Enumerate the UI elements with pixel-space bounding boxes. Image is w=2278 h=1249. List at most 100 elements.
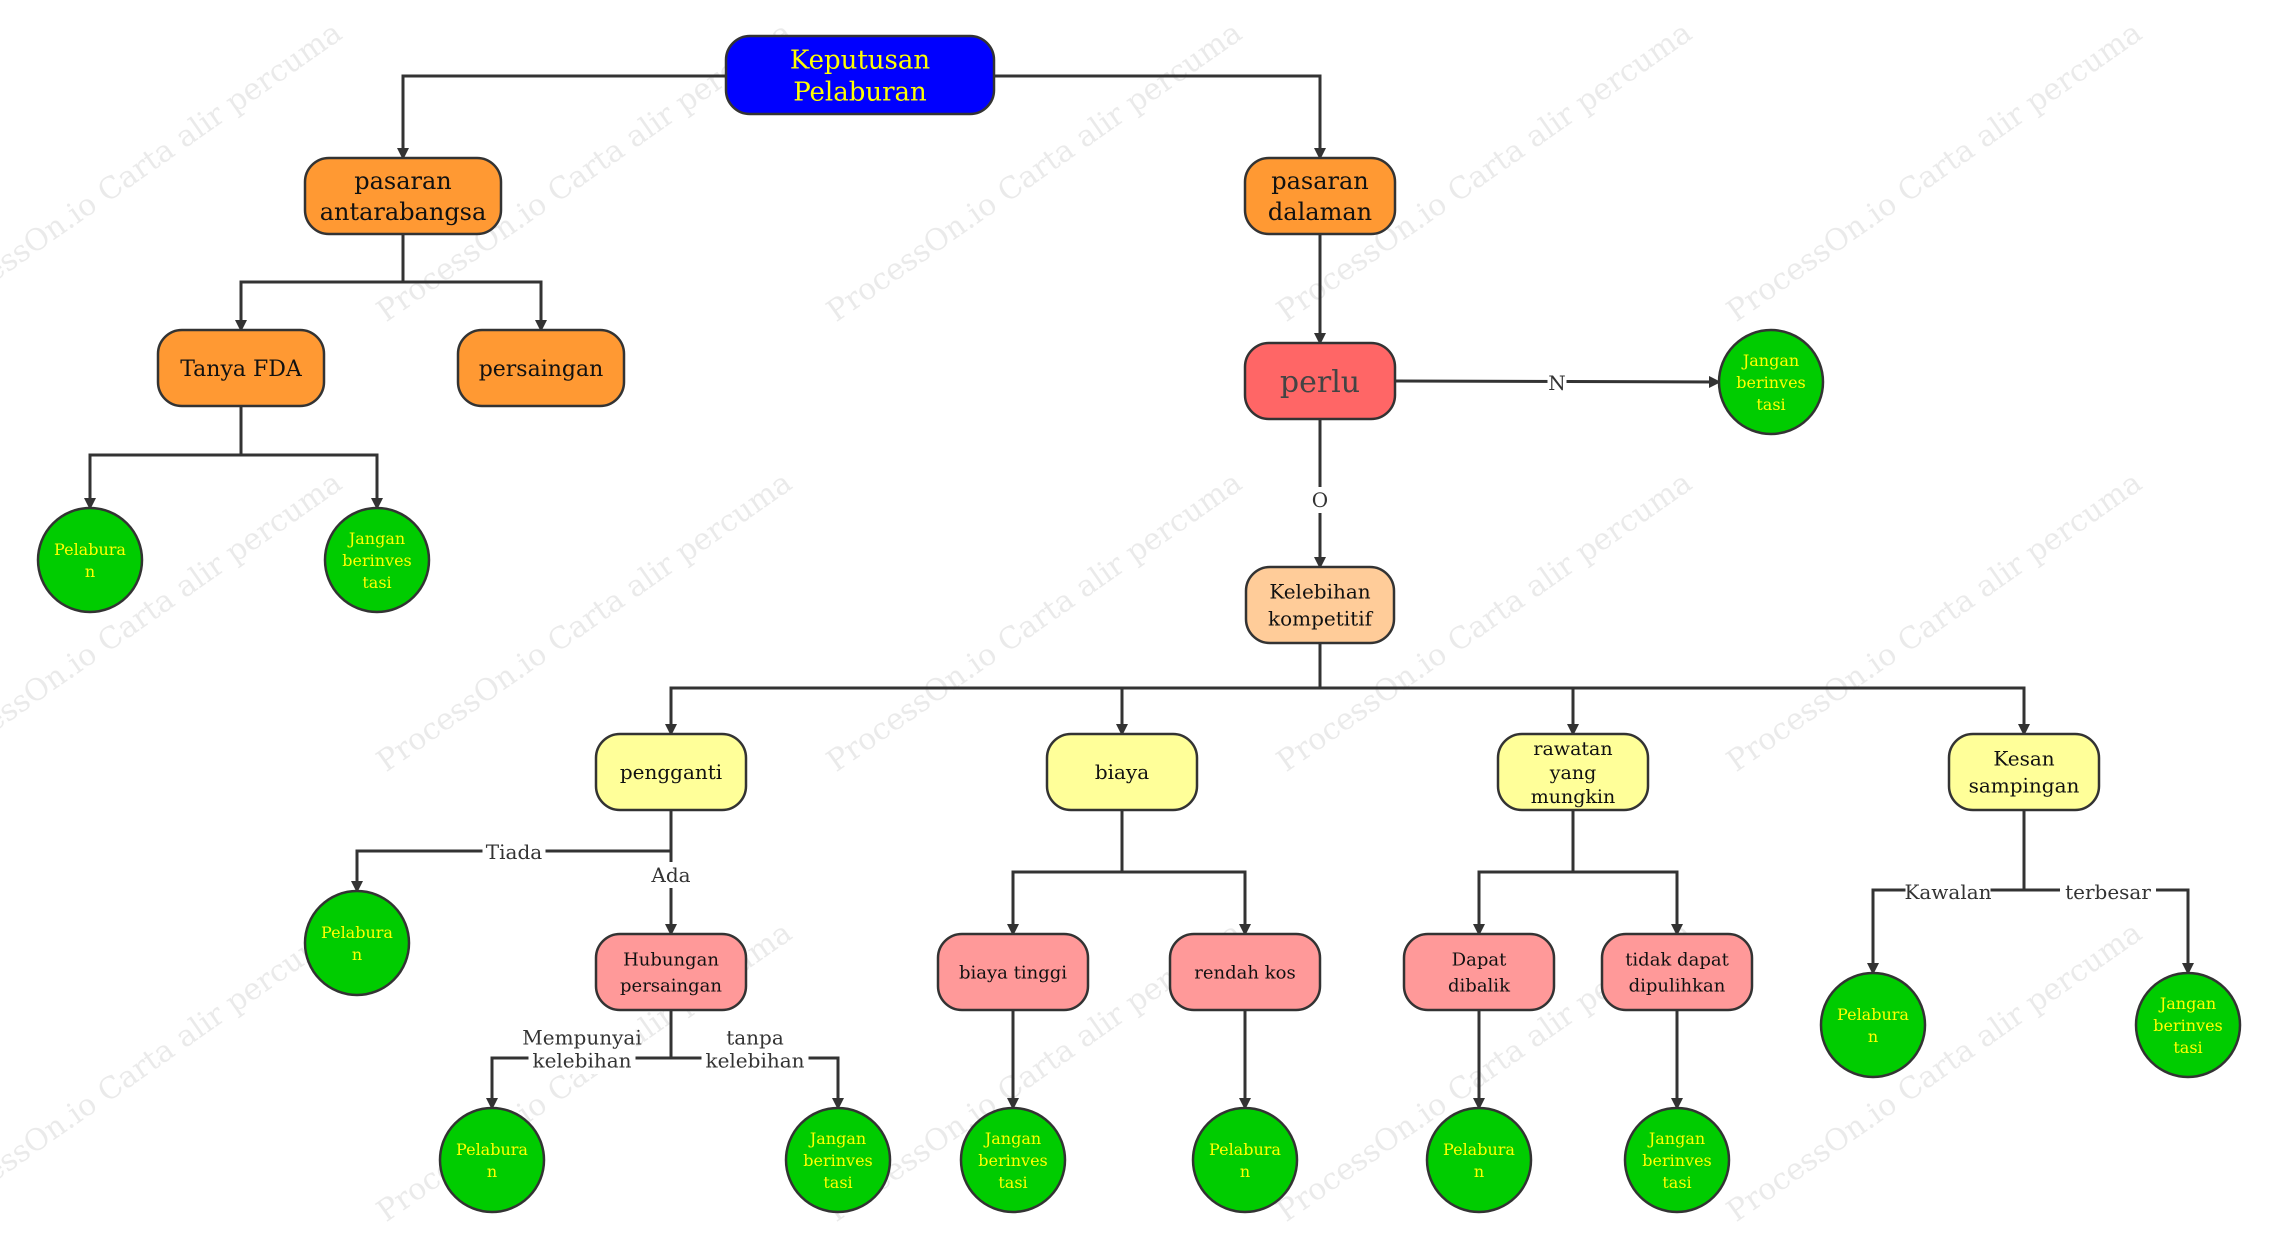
node-label-line: Jangan (983, 1129, 1041, 1148)
edge-label-line: tanpa (726, 1026, 784, 1050)
edge-keleb-kesan (1573, 686, 2030, 736)
edge-label-kawalan: Kawalan (1904, 879, 1992, 905)
node-shape (959, 1106, 1067, 1214)
node-label-line: sampingan (1969, 774, 2080, 798)
node-label-line: Jangan (347, 529, 405, 548)
node-btinggi[interactable]: biaya tinggi (936, 932, 1090, 1012)
node-label: pengganti (620, 760, 722, 784)
node-shape (1191, 1106, 1299, 1214)
node-label-line: Jangan (1741, 351, 1799, 370)
node-label-line: Keputusan (790, 45, 931, 75)
node-label-line: tasi (823, 1173, 852, 1192)
edge-label-text: Kawalan (1904, 880, 1991, 904)
edge-root-dom (994, 74, 1326, 160)
edge-label-background (528, 1024, 636, 1074)
node-peng[interactable]: pengganti (594, 732, 748, 812)
node-shape (1402, 932, 1556, 1012)
node-label-line: rendah kos (1194, 962, 1295, 983)
edge-label-line: Ada (650, 863, 690, 887)
edge-label-text: Ada (650, 863, 690, 887)
node-kesan[interactable]: Kesan sampingan (1947, 732, 2101, 812)
edge-label-background (650, 862, 692, 888)
node-label-line: Pelabura (1209, 1140, 1281, 1159)
edge-label-line: Mempunyai (522, 1026, 641, 1050)
node-label: persaingan (479, 357, 604, 382)
edge-label-background (1905, 879, 1991, 905)
edge-root-intl (397, 74, 726, 160)
node-pers[interactable]: persaingan (456, 328, 626, 408)
node-shape (156, 328, 326, 408)
edge-biaya-tinggi (1007, 810, 1124, 936)
edge-intl-pers (403, 280, 547, 332)
node-label-line: Kesan (1993, 747, 2054, 771)
node-shape (1425, 1106, 1533, 1214)
edge-biaya-rkos (1122, 870, 1251, 936)
edge-label-line: Tiada (486, 840, 542, 864)
node-shape (303, 156, 503, 236)
edge-label-text: N (1548, 371, 1566, 395)
node-label: Kesan sampingan (1969, 747, 2080, 798)
edge-label-background (701, 1024, 809, 1074)
node-label-line: antarabangsa (320, 198, 487, 226)
node-label-line: n (85, 562, 95, 581)
node-shape (594, 732, 748, 812)
node-label: biaya tinggi (959, 962, 1067, 983)
node-shape (1600, 932, 1754, 1012)
node-label-line: n (1474, 1162, 1484, 1181)
node-biaya[interactable]: biaya (1045, 732, 1199, 812)
node-label-line: tasi (1756, 395, 1785, 414)
node-label-line: n (487, 1162, 497, 1181)
node-shape (1243, 341, 1397, 421)
watermark-text: ProcessOn.io Carta alir percuma (1721, 15, 2149, 329)
edge-label-N: N (1547, 370, 1567, 396)
node-label-line: berinves (803, 1151, 873, 1170)
node-label-line: tidak dapat (1625, 949, 1729, 970)
node-label-line: yang (1549, 762, 1596, 784)
node-label: rendah kos (1194, 962, 1295, 983)
node-label: Tanya FDA (180, 357, 303, 382)
node-fda[interactable]: Tanya FDA (156, 328, 326, 408)
node-perlu[interactable]: perlu (1243, 341, 1397, 421)
node-label-line: Jangan (808, 1129, 866, 1148)
node-label-line: Kelebihan (1269, 580, 1370, 604)
node-rkos[interactable]: rendah kos (1168, 932, 1322, 1012)
edge-label-text: Tiada (486, 840, 542, 864)
edge-label-tiada: Tiada (482, 839, 546, 865)
node-label: biaya (1095, 760, 1149, 784)
node-hub-no[interactable]: Jangan berinves tasi (784, 1106, 892, 1214)
node-label-line: Jangan (1647, 1129, 1705, 1148)
node-shape (36, 506, 144, 614)
node-shape (1243, 156, 1397, 236)
node-label-line: pengganti (620, 760, 722, 784)
